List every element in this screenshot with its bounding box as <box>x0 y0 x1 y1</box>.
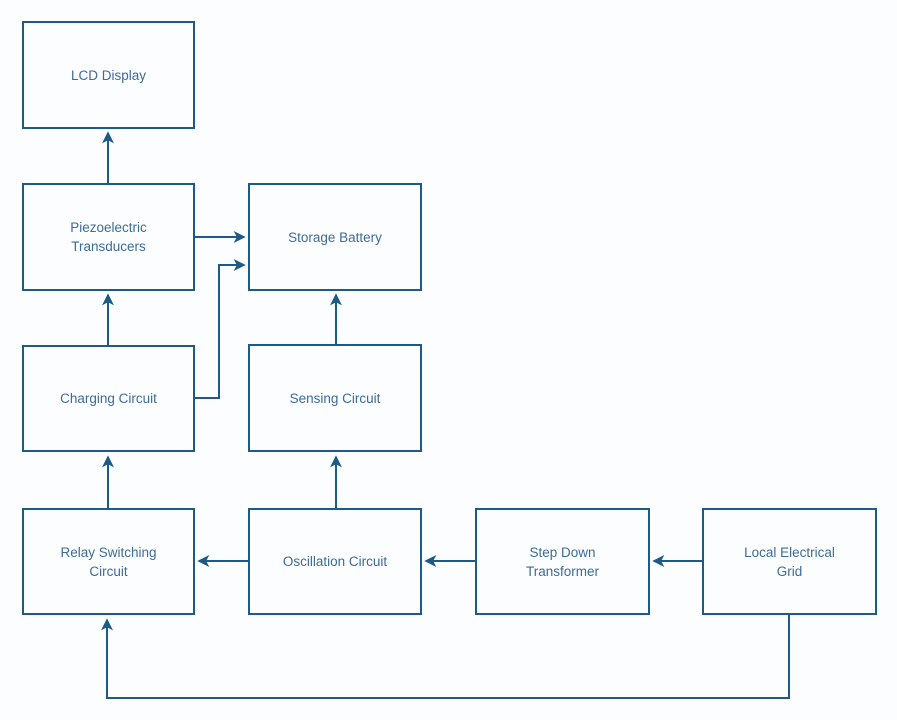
node-sensing-circuit: Sensing Circuit <box>248 344 422 452</box>
arrow-charging-to-battery <box>195 259 246 399</box>
node-piezoelectric-transducers: Piezoelectric Transducers <box>22 183 195 291</box>
node-label: Local Electrical Grid <box>744 544 835 579</box>
node-label: LCD Display <box>70 67 147 83</box>
node-label: Storage Battery <box>288 229 382 245</box>
node-step-down-transformer: Step Down Transformer <box>475 508 650 615</box>
node-storage-battery: Storage Battery <box>248 183 422 291</box>
node-local-electrical-grid: Local Electrical Grid <box>702 508 877 615</box>
node-lcd-display: LCD Display <box>22 21 195 129</box>
node-charging-circuit: Charging Circuit <box>22 345 195 452</box>
node-oscillation-circuit: Oscillation Circuit <box>248 508 422 615</box>
node-label: Sensing Circuit <box>289 390 381 406</box>
node-label: Relay Switching Circuit <box>60 544 157 579</box>
node-relay-switching-circuit: Relay Switching Circuit <box>22 508 195 615</box>
arrow-grid-to-relay <box>101 615 790 699</box>
node-label: Oscillation Circuit <box>282 554 388 569</box>
node-label: Charging Circuit <box>60 391 157 406</box>
node-label: Step Down Transformer <box>525 544 599 579</box>
node-label: Piezoelectric Transducers <box>70 220 147 254</box>
